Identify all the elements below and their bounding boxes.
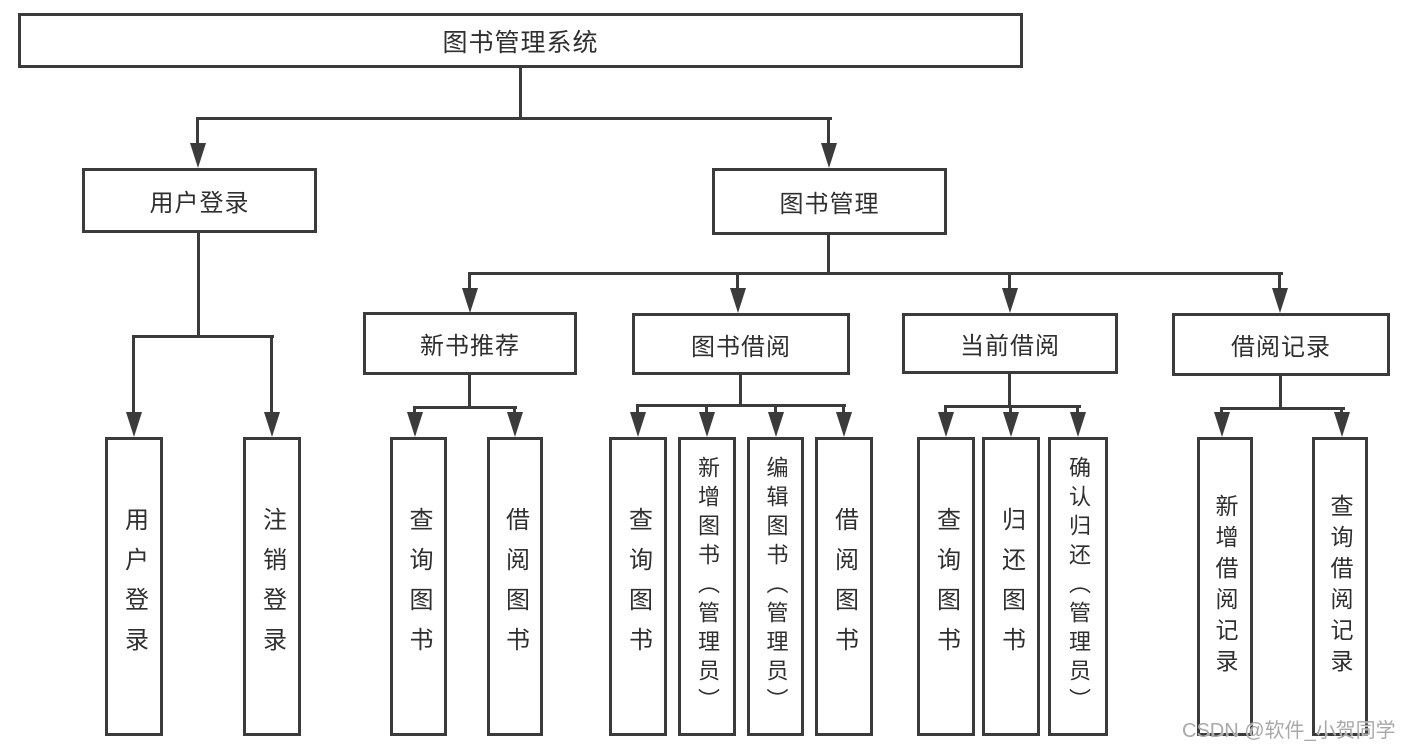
leaf-add-borrow-record: 新增借阅记录 (1197, 437, 1253, 736)
connector-line (944, 405, 1081, 408)
node-borrowing-records: 借阅记录 (1172, 313, 1390, 376)
leaf-query-books-borrowing: 查询图书 (609, 437, 667, 736)
arrow-down-icon (1070, 412, 1086, 437)
node-label: 新书推荐 (420, 333, 520, 360)
arrow-down-icon (630, 412, 646, 437)
node-label: 查询图书 (405, 506, 432, 667)
connector-line (1220, 407, 1223, 416)
csdn-watermark: CSDN @软件_小贺同学 (1182, 720, 1396, 742)
connector-line (1076, 405, 1079, 416)
arrow-down-icon (126, 412, 142, 437)
leaf-query-books-current: 查询图书 (917, 437, 975, 736)
connector-line (1008, 374, 1011, 408)
node-label: 当前借阅 (960, 333, 1060, 360)
connector-line (1279, 376, 1282, 410)
arrow-down-icon (938, 412, 954, 437)
arrow-down-icon (699, 412, 715, 437)
leaf-logout-login: 注销登录 (243, 437, 301, 736)
arrow-down-icon (1214, 412, 1230, 437)
leaf-return-books: 归还图书 (982, 437, 1040, 736)
leaf-add-books-admin: 新增图书（管理员） (678, 437, 736, 736)
connector-line (636, 404, 639, 416)
arrow-down-icon (730, 288, 746, 313)
node-label: 归还图书 (997, 506, 1025, 667)
node-book-borrowing: 图书借阅 (632, 313, 850, 375)
connector-line (413, 406, 517, 409)
node-label: 确认归还（管理员） (1066, 456, 1091, 717)
arrow-down-icon (190, 143, 206, 168)
node-label: 借阅图书 (830, 506, 858, 667)
node-current-borrowing: 当前借阅 (902, 313, 1118, 374)
node-label: 注销登录 (258, 506, 286, 667)
arrow-down-icon (836, 412, 852, 437)
leaf-query-books-recommend: 查询图书 (390, 437, 447, 736)
connector-line (636, 404, 846, 407)
node-new-book-recommendation: 新书推荐 (363, 312, 577, 375)
connector-line (196, 117, 832, 120)
connector-line (196, 117, 199, 147)
connector-line (513, 406, 516, 416)
arrow-down-icon (462, 288, 478, 313)
connector-line (1278, 272, 1281, 292)
connector-line (1340, 407, 1343, 416)
arrow-down-icon (1334, 412, 1350, 437)
connector-line (468, 272, 1283, 275)
node-book-management: 图书管理 (712, 168, 947, 235)
node-label: 图书管理系统 (442, 28, 599, 57)
connector-line (827, 235, 830, 275)
connector-line (132, 335, 274, 338)
node-label: 查询图书 (624, 506, 652, 667)
node-label: 图书管理 (779, 191, 880, 218)
leaf-borrow-books-recommend: 借阅图书 (487, 437, 543, 736)
node-label: 查询借阅记录 (1327, 493, 1353, 680)
leaf-edit-books-admin: 编辑图书（管理员） (747, 437, 804, 736)
node-user-login: 用户登录 (82, 168, 317, 233)
connector-line (519, 68, 522, 120)
node-label: 新增借阅记录 (1212, 493, 1238, 680)
connector-line (413, 406, 416, 416)
connector-line (842, 404, 845, 416)
connector-line (705, 404, 708, 416)
leaf-query-borrow-record: 查询借阅记录 (1312, 437, 1368, 736)
node-label: 新增图书（管理员） (695, 456, 720, 717)
node-label: 查询图书 (932, 506, 960, 667)
node-label: 编辑图书（管理员） (763, 456, 789, 717)
connector-line (468, 272, 471, 292)
connector-line (197, 233, 200, 338)
node-label: 借阅记录 (1231, 334, 1331, 361)
connector-line (132, 335, 135, 415)
leaf-confirm-return-admin: 确认归还（管理员） (1048, 437, 1108, 736)
arrow-down-icon (1272, 288, 1288, 313)
leaf-borrow-books-borrowing: 借阅图书 (815, 437, 873, 736)
arrow-down-icon (768, 412, 784, 437)
connector-line (944, 405, 947, 416)
arrow-down-icon (507, 412, 523, 437)
connector-line (736, 272, 739, 292)
connector-line (1220, 407, 1345, 410)
node-label: 用户登录 (149, 190, 250, 217)
connector-line (827, 117, 830, 147)
arrow-down-icon (821, 143, 837, 168)
connector-line (739, 375, 742, 407)
node-label: 用户登录 (120, 506, 148, 667)
connector-line (1008, 272, 1011, 292)
node-library-management-system: 图书管理系统 (18, 13, 1023, 68)
arrow-down-icon (1002, 288, 1018, 313)
connector-line (774, 404, 777, 416)
connector-line (468, 375, 471, 409)
leaf-user-login: 用户登录 (105, 437, 163, 736)
arrow-down-icon (407, 412, 423, 437)
arrow-down-icon (1003, 412, 1019, 437)
connector-line (270, 335, 273, 415)
connector-line (1009, 405, 1012, 416)
node-label: 图书借阅 (691, 333, 791, 361)
node-label: 借阅图书 (501, 506, 529, 667)
arrow-down-icon (264, 412, 280, 437)
